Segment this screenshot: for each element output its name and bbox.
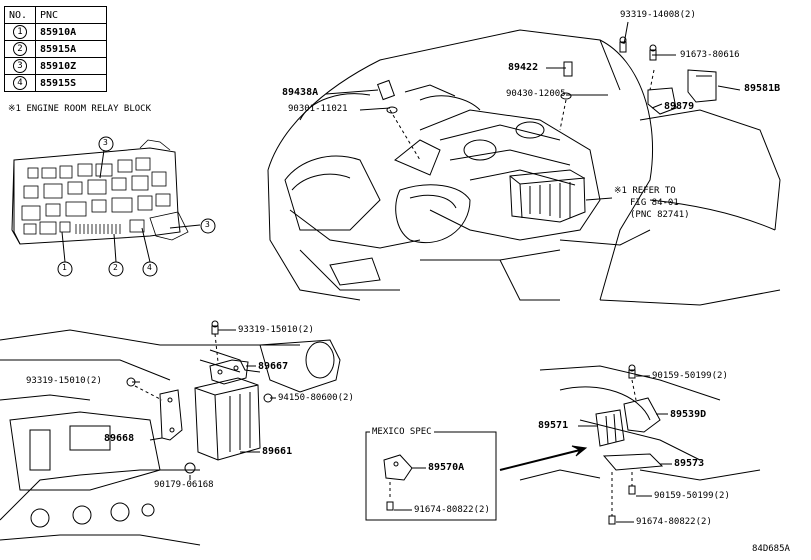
engine-small-parts xyxy=(376,36,717,115)
relay-callout: 2 xyxy=(113,263,118,272)
part-label-93319-15010-top: 93319-15010(2) xyxy=(238,325,314,335)
row-number: 4 xyxy=(13,76,27,90)
table-row: 3 85910Z xyxy=(4,57,107,75)
row-pnc: 85915A xyxy=(35,40,107,58)
pnc-table: NO. PNC 1 85910A 2 85915A 3 85910Z 4 859… xyxy=(4,6,107,92)
part-label-89667: 89667 xyxy=(258,361,289,372)
table-row: 2 85915A xyxy=(4,40,107,58)
part-label-90301-11021: 90301-11021 xyxy=(288,104,348,114)
row-number: 1 xyxy=(13,25,27,39)
part-label-89539d: 89539D xyxy=(670,409,707,420)
relay-callout: 4 xyxy=(147,263,152,272)
part-label-89668: 89668 xyxy=(104,433,135,444)
part-label-89581b: 89581B xyxy=(744,83,781,94)
part-label-90159-50199-top: 90159-50199(2) xyxy=(652,371,728,381)
table-row: 1 85910A xyxy=(4,23,107,41)
relay-block-title: ※1 ENGINE ROOM RELAY BLOCK xyxy=(8,104,152,114)
part-label-89661: 89661 xyxy=(262,446,293,457)
part-label-90430-12005: 90430-12005 xyxy=(506,89,566,99)
relay-callout-circles xyxy=(57,136,216,277)
part-label-91674-80822-mexico: 91674-80822(2) xyxy=(414,505,490,515)
row-number: 3 xyxy=(13,59,27,73)
refer-note-line2: FIG 84-01 xyxy=(630,198,679,208)
part-label-89571: 89571 xyxy=(538,420,569,431)
mexico-spec-title: MEXICO SPEC xyxy=(370,427,434,437)
refer-note-line3: (PNC 82741) xyxy=(630,210,690,220)
part-label-91673-80616: 91673-80616 xyxy=(680,50,740,60)
relay-callout: 1 xyxy=(62,263,67,272)
part-label-94150-80600: 94150-80600(2) xyxy=(278,393,354,403)
right-lower-drawing xyxy=(499,364,761,525)
table-row: 4 85915S xyxy=(4,74,107,92)
part-label-93319-14008: 93319-14008(2) xyxy=(620,10,696,20)
part-label-90179-06168: 90179-06168 xyxy=(154,480,214,490)
dashboard-drawing xyxy=(0,320,341,546)
part-label-89438a: 89438A xyxy=(282,87,319,98)
part-label-90159-50199-bottom: 90159-50199(2) xyxy=(654,491,730,501)
row-pnc: 85915S xyxy=(35,74,107,92)
part-label-89879: 89879 xyxy=(664,101,695,112)
row-pnc: 85910A xyxy=(35,23,107,41)
relay-callout: 3 xyxy=(205,220,210,229)
relay-block-drawing xyxy=(11,139,201,263)
part-label-89422: 89422 xyxy=(508,62,539,73)
part-label-89573: 89573 xyxy=(674,458,705,469)
figure-code: 84D685A xyxy=(752,544,790,554)
part-label-91674-80822-right: 91674-80822(2) xyxy=(636,517,712,527)
refer-note-line1: ※1 REFER TO xyxy=(614,186,676,196)
relay-callout: 3 xyxy=(103,138,108,147)
engine-bay-drawing xyxy=(267,21,781,306)
header-no: NO. xyxy=(4,6,36,24)
row-number: 2 xyxy=(13,42,27,56)
part-label-89570a: 89570A xyxy=(428,462,465,473)
part-label-93319-15010-left: 93319-15010(2) xyxy=(26,376,102,386)
row-pnc: 85910Z xyxy=(35,57,107,75)
header-pnc: PNC xyxy=(35,6,107,24)
